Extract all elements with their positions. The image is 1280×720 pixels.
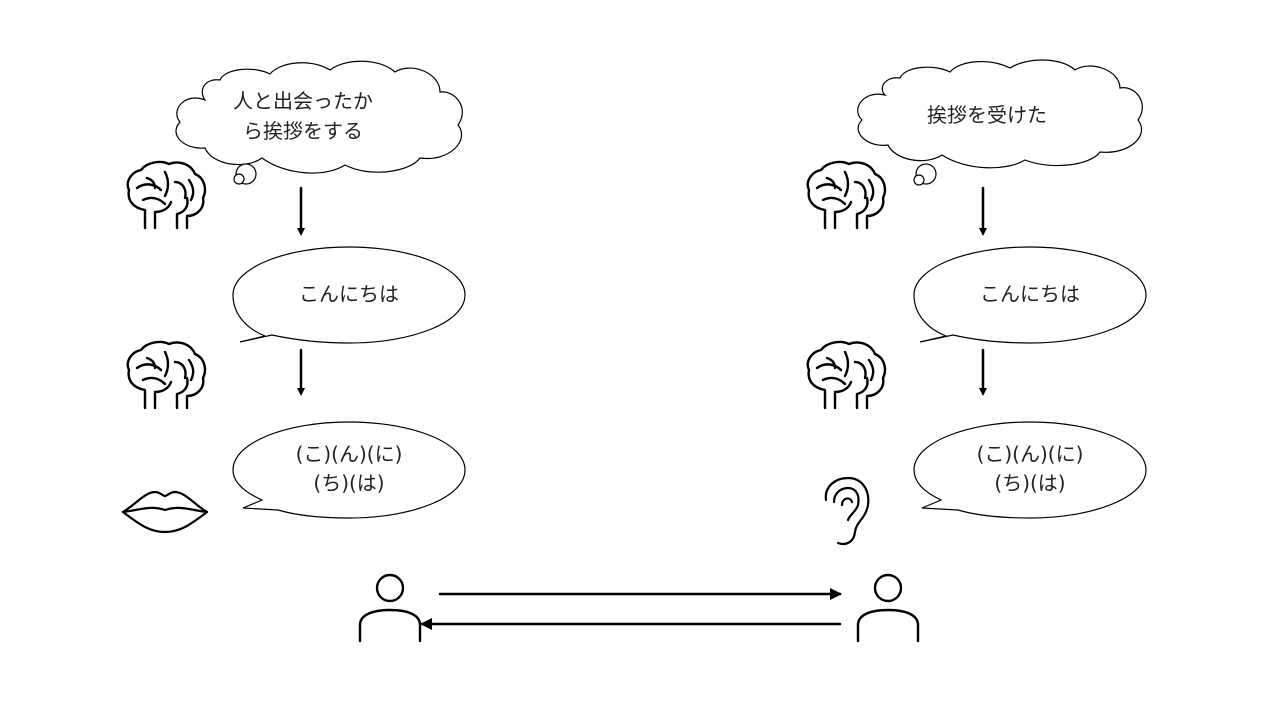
brain-icon	[126, 160, 207, 230]
speaker-thought-line-2: ら挨拶をする	[243, 119, 363, 143]
listener-thought-cloud: 挨拶を受けた	[857, 59, 1143, 186]
listener-word: こんにちは	[980, 282, 1080, 306]
ear-icon	[824, 476, 870, 546]
speaker-word: こんにちは	[299, 282, 399, 306]
speaker-word-bubble: こんにちは	[232, 246, 466, 344]
speaker-thought-cloud: 人と出会ったか ら挨拶をする	[175, 60, 463, 185]
listener-word-bubble: こんにちは	[913, 246, 1147, 344]
lips-icon	[121, 490, 209, 534]
brain-icon	[126, 340, 207, 410]
speaker-sounds-line-2: (ち)(は)	[313, 471, 384, 495]
listener-sounds-line-2: (ち)(は)	[994, 471, 1065, 495]
listener-sound-bubble: (こ)(ん)(に) (ち)(は)	[913, 421, 1147, 519]
listener-thought-line-1: 挨拶を受けた	[927, 103, 1047, 127]
brain-icon	[806, 160, 887, 230]
speaker-person-icon	[358, 573, 422, 643]
listener-person-icon	[856, 573, 920, 643]
brain-icon	[806, 340, 887, 410]
listener-sounds-line-1: (こ)(ん)(に)	[977, 442, 1084, 466]
speaker-thought-line-1: 人と出会ったか	[233, 89, 373, 113]
speaker-sound-bubble: (こ)(ん)(に) (ち)(は)	[232, 421, 466, 519]
speaker-sounds-line-1: (こ)(ん)(に)	[296, 442, 403, 466]
